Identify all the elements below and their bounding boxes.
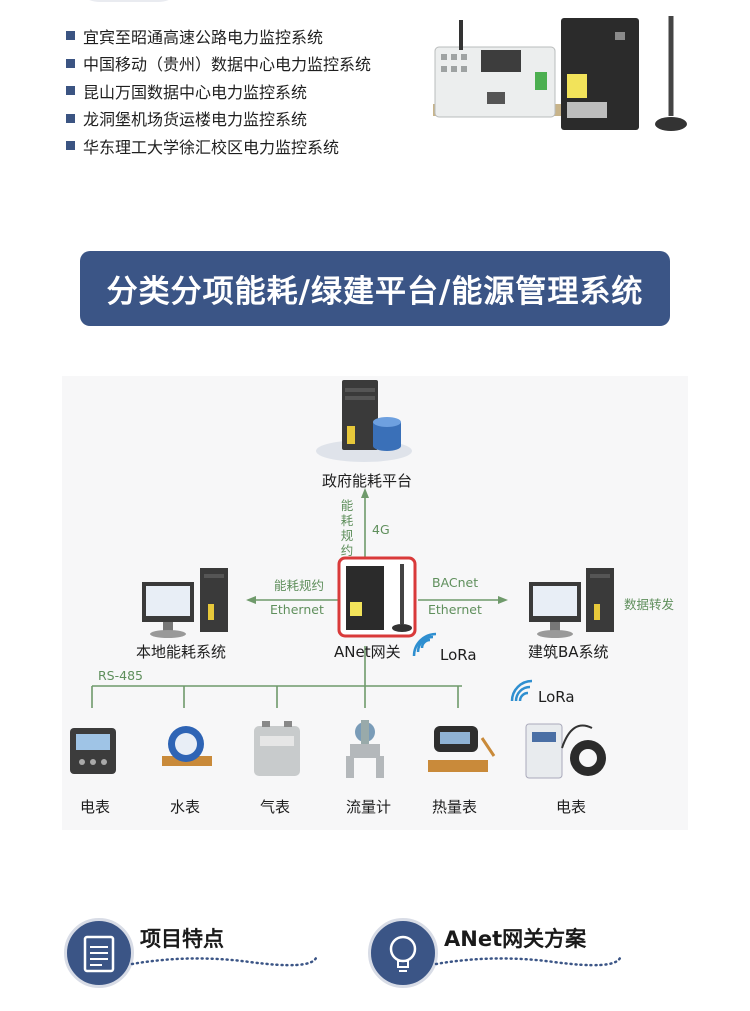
list-item-label: 昆山万国数据中心电力监控系统 xyxy=(83,82,308,102)
vertical-link-label: 能耗规约 xyxy=(340,498,354,558)
device-label: 水表 xyxy=(170,798,201,816)
dotted-underline xyxy=(130,956,318,967)
section-project-features: 项目特点 xyxy=(64,918,324,988)
electric-meter-icon xyxy=(70,728,116,774)
lora-meter-label: LoRa xyxy=(538,688,575,706)
left-link-transport: Ethernet xyxy=(270,602,324,617)
list-item: 昆山万国数据中心电力监控系统 xyxy=(66,77,371,105)
dotted-underline xyxy=(434,956,622,967)
gov-platform-label: 政府能耗平台 xyxy=(322,472,413,490)
section-anet-solution: ANet网关方案 xyxy=(368,918,628,988)
list-item-label: 宜宾至昭通高速公路电力监控系统 xyxy=(83,27,324,47)
left-link-protocol: 能耗规约 xyxy=(274,578,325,593)
data-forward-label: 数据转发 xyxy=(624,597,675,612)
energy-system-diagram: 政府能耗平台 能耗规约 4G 能耗规约 Ethernet BACnet Ethe… xyxy=(62,376,688,830)
list-item: 中国移动（贵州）数据中心电力监控系统 xyxy=(66,50,371,78)
lora-gateway-label: LoRa xyxy=(440,646,477,664)
device-label: 气表 xyxy=(260,798,291,816)
building-ba-label: 建筑BA系统 xyxy=(528,643,609,661)
device-label: 流量计 xyxy=(346,798,392,816)
diagram-lines xyxy=(70,380,614,779)
project-list: 宜宾至昭通高速公路电力监控系统 中国移动（贵州）数据中心电力监控系统 昆山万国数… xyxy=(66,22,371,160)
gateway-product-photo xyxy=(433,16,687,131)
section-banner: 分类分项能耗/绿建平台/能源管理系统 xyxy=(80,251,670,326)
rs485-label: RS-485 xyxy=(98,668,143,683)
gateway-label: ANet网关 xyxy=(334,643,401,661)
uplink-label: 4G xyxy=(372,522,390,537)
anet-gateway-icon xyxy=(337,556,417,638)
local-pc-icon xyxy=(142,568,228,638)
list-item-label: 华东理工大学徐汇校区电力监控系统 xyxy=(83,137,340,157)
lightbulb-icon xyxy=(368,918,438,988)
device-label: 热量表 xyxy=(432,798,478,816)
document-icon xyxy=(64,918,134,988)
right-link-protocol: BACnet xyxy=(432,575,479,590)
flow-meter-icon xyxy=(346,720,384,778)
section-title: ANet网关方案 xyxy=(444,927,587,951)
lora-wave-icon xyxy=(412,632,437,657)
device-label: 电表 xyxy=(80,798,111,816)
list-item: 华东理工大学徐汇校区电力监控系统 xyxy=(66,132,371,160)
right-link-transport: Ethernet xyxy=(428,602,482,617)
device-label: 电表 xyxy=(556,798,587,816)
list-item-label: 龙洞堡机场货运楼电力监控系统 xyxy=(83,110,308,130)
heat-meter-icon xyxy=(428,726,496,772)
local-system-label: 本地能耗系统 xyxy=(136,643,227,661)
section-title: 项目特点 xyxy=(140,927,224,951)
top-decoration xyxy=(70,0,188,2)
list-item: 龙洞堡机场货运楼电力监控系统 xyxy=(66,105,371,133)
list-item: 宜宾至昭通高速公路电力监控系统 xyxy=(66,22,371,50)
ba-pc-icon xyxy=(529,568,614,638)
database-icon xyxy=(373,417,401,451)
lora-electric-meter-icon xyxy=(525,723,606,779)
water-meter-icon xyxy=(162,726,212,766)
gas-meter-icon xyxy=(254,721,300,776)
list-item-label: 中国移动（贵州）数据中心电力监控系统 xyxy=(83,55,372,75)
banner-title: 分类分项能耗/绿建平台/能源管理系统 xyxy=(106,274,644,310)
lora-meter-wave-icon xyxy=(510,679,533,702)
